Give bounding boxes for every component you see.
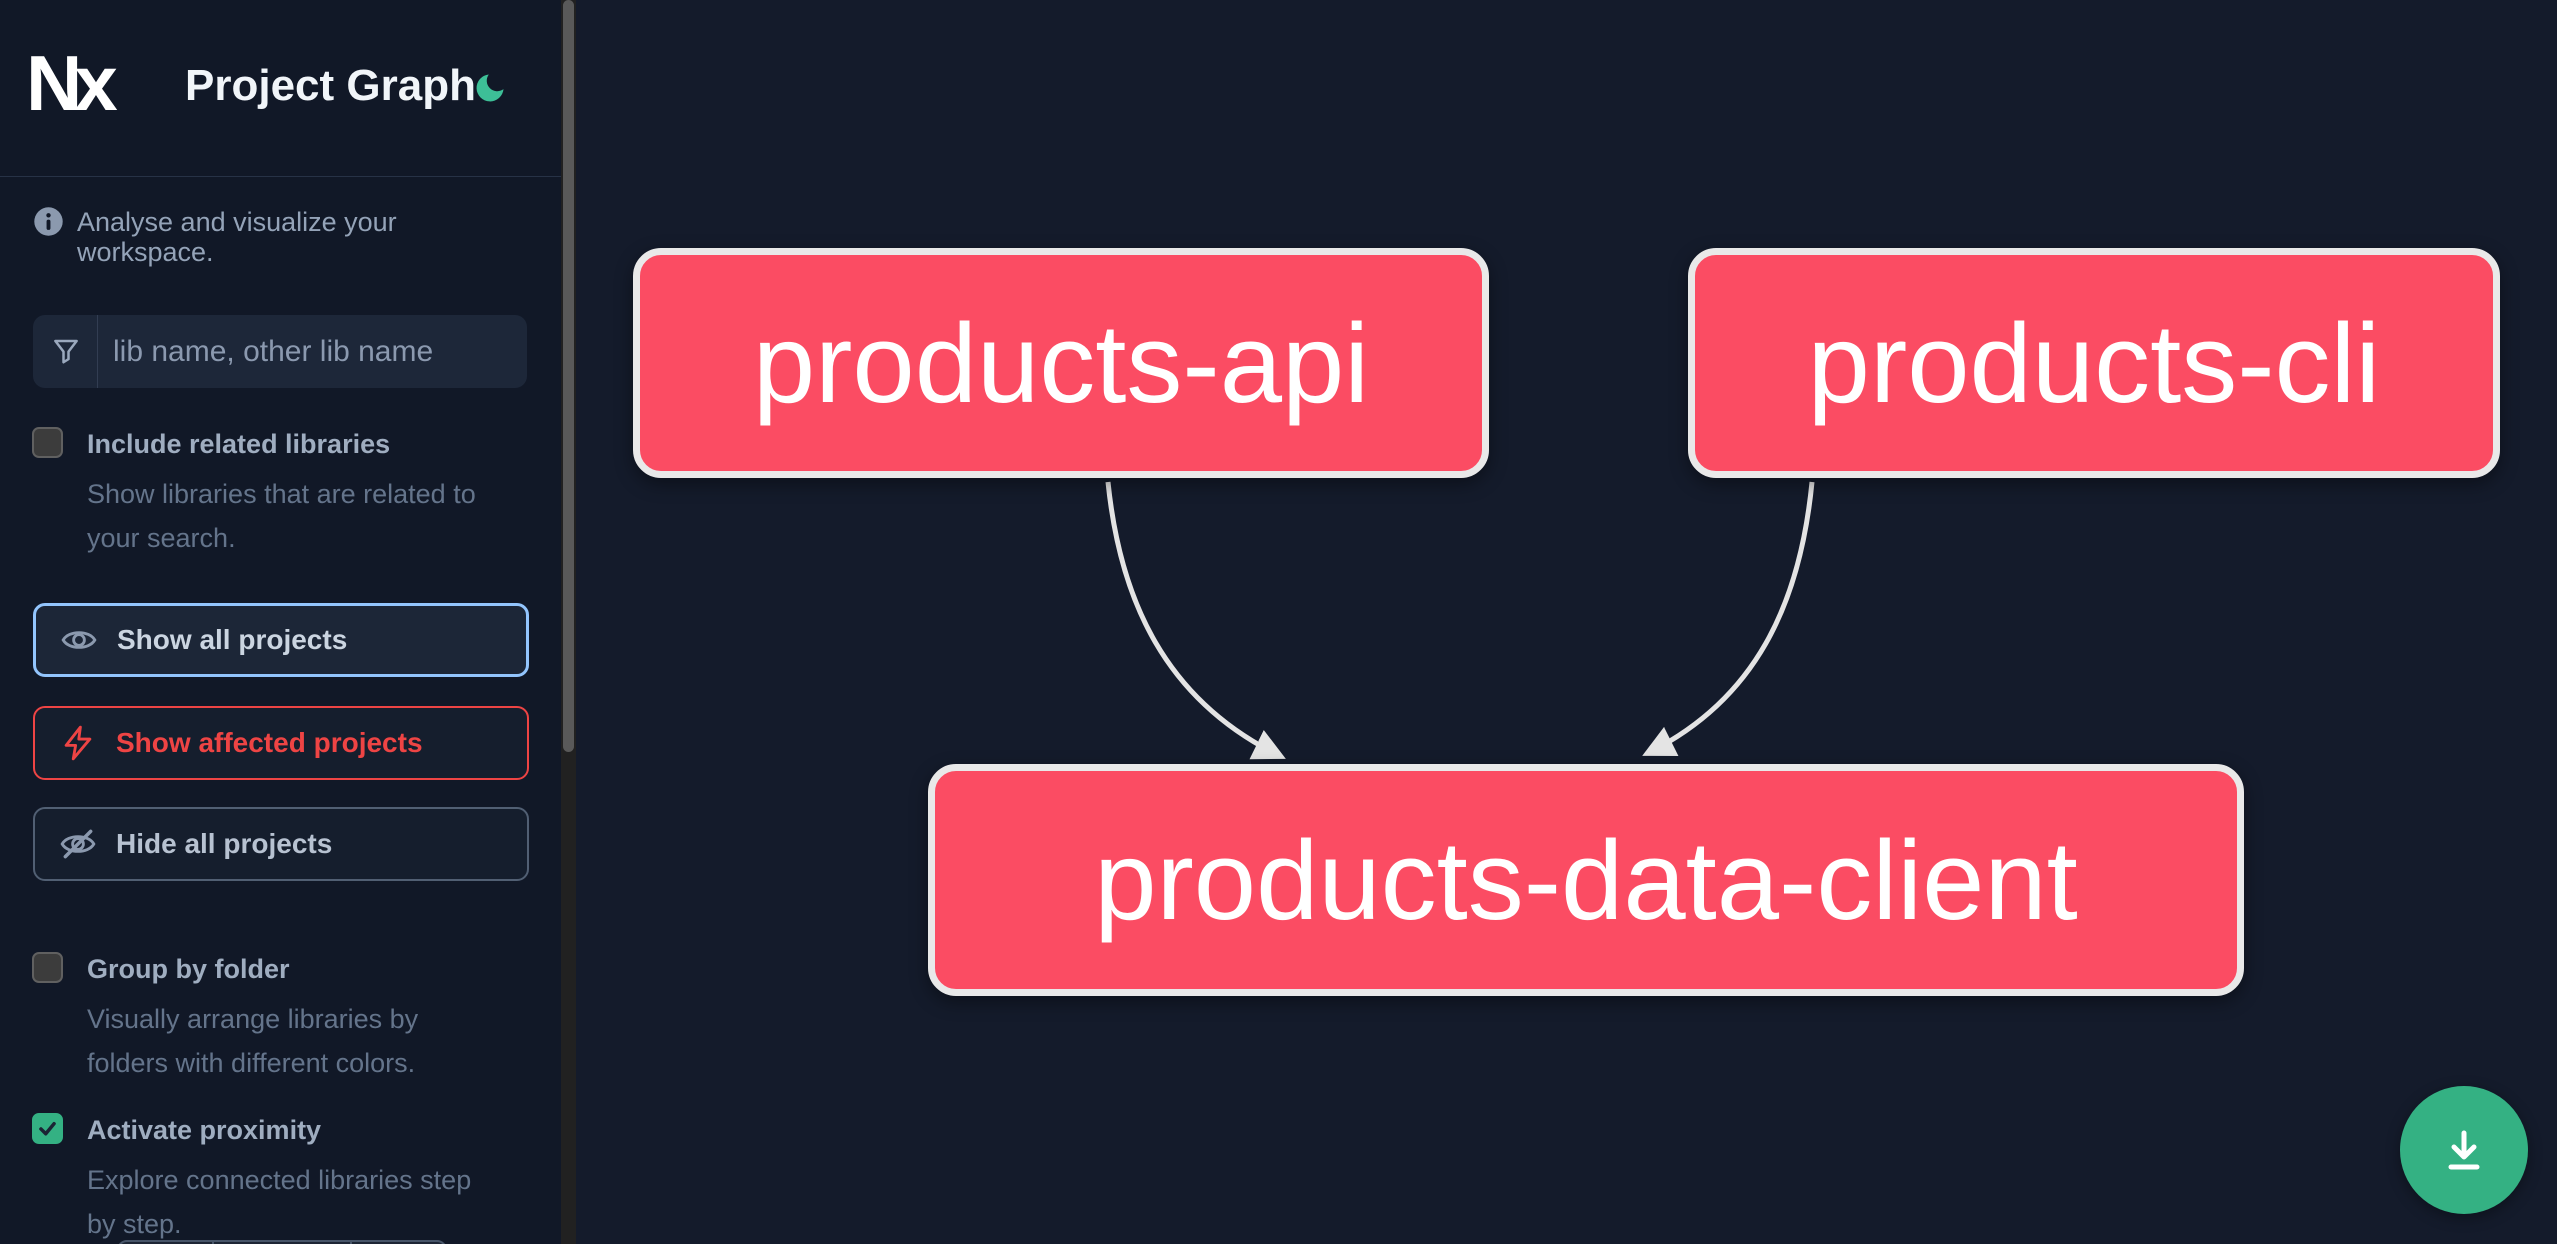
sidebar-scrollbar-thumb[interactable] xyxy=(563,0,574,752)
graph-canvas[interactable] xyxy=(576,0,2557,1244)
segment-divider xyxy=(212,1242,214,1244)
sidebar: Nx Project Graph Analyse and visualize y… xyxy=(0,0,561,1244)
checkbox-label: Group by folder xyxy=(87,954,290,984)
download-icon xyxy=(2448,1130,2480,1170)
search-input[interactable] xyxy=(113,315,513,388)
search-icon-cell xyxy=(33,315,98,388)
download-image-button[interactable] xyxy=(2400,1086,2528,1214)
show-all-projects-label: Show all projects xyxy=(117,624,348,655)
checkbox-description: Show libraries that are related to your … xyxy=(87,479,476,553)
page-title: Project Graph xyxy=(185,61,476,110)
search-box xyxy=(33,315,527,388)
proximity-stepper-partial[interactable] xyxy=(117,1240,447,1244)
graph-node-products-cli[interactable]: products-cli xyxy=(1688,248,2500,478)
graph-node-products-data-client[interactable]: products-data-client xyxy=(928,764,2244,996)
sidebar-scrollbar-track[interactable] xyxy=(561,0,576,1244)
checkbox-unchecked-box[interactable] xyxy=(32,427,63,458)
show-all-projects-button[interactable]: Show all projects xyxy=(33,603,529,677)
hide-all-projects-label: Hide all projects xyxy=(116,828,333,859)
bolt-icon xyxy=(64,725,92,761)
checkbox-label: Activate proximity xyxy=(87,1115,322,1145)
filter-funnel-icon xyxy=(54,339,78,364)
tagline-text: Analyse and visualize your workspace. xyxy=(77,207,397,267)
dark-mode-toggle-moon-icon[interactable] xyxy=(472,70,508,106)
header-divider xyxy=(0,176,561,177)
eye-off-icon xyxy=(60,829,96,859)
sidebar-header: Nx Project Graph xyxy=(0,0,561,176)
eye-icon xyxy=(61,631,97,649)
info-icon xyxy=(34,207,63,236)
graph-node-products-api[interactable]: products-api xyxy=(633,248,1489,478)
hide-all-projects-button[interactable]: Hide all projects xyxy=(33,807,529,881)
checkbox-description: Visually arrange libraries by folders wi… xyxy=(87,1004,419,1078)
show-affected-projects-button[interactable]: Show affected projects xyxy=(33,706,529,780)
checkbox-checked-box[interactable] xyxy=(32,1113,63,1144)
show-affected-projects-label: Show affected projects xyxy=(116,727,423,758)
segment-divider xyxy=(350,1242,352,1244)
nx-logo: Nx xyxy=(26,39,118,127)
checkmark-icon xyxy=(39,1121,56,1136)
checkbox-label: Include related libraries xyxy=(87,429,391,459)
checkbox-unchecked-box[interactable] xyxy=(32,952,63,983)
workspace-tagline: Analyse and visualize your workspace. xyxy=(33,206,533,267)
checkbox-description: Explore connected libraries step by step… xyxy=(87,1165,472,1239)
